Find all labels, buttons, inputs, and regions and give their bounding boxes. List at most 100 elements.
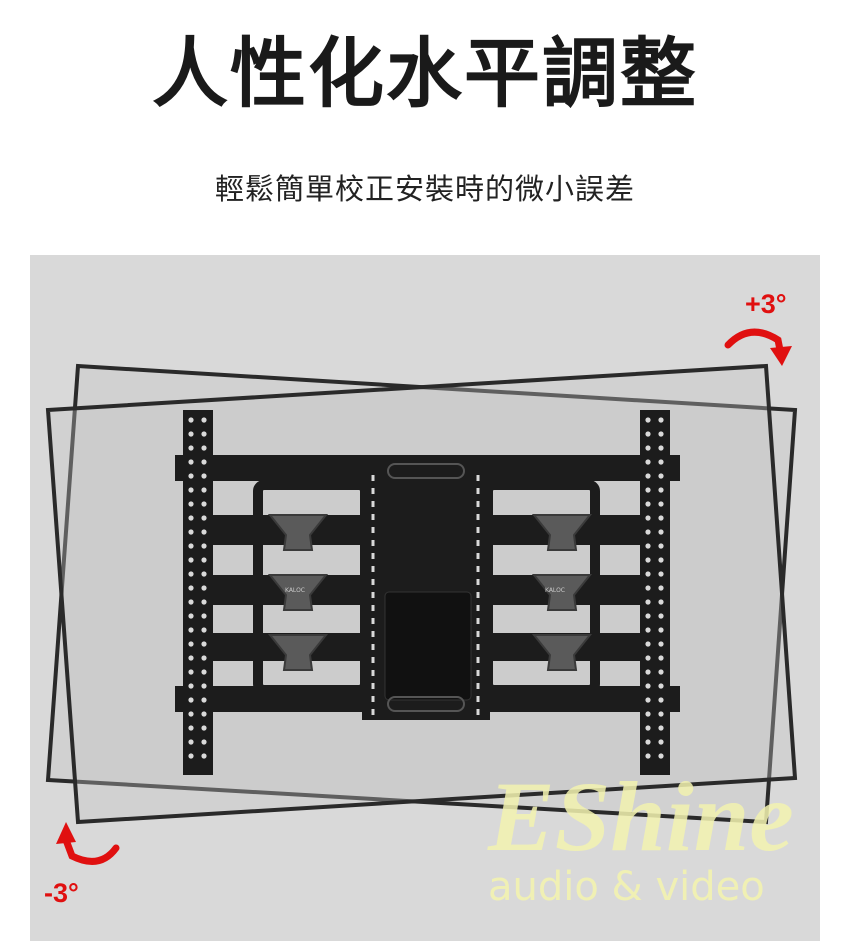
mount-hole xyxy=(658,697,664,703)
left-rail xyxy=(183,410,213,775)
mount-hole xyxy=(201,487,207,493)
mount-hole xyxy=(188,655,194,661)
mount-hole xyxy=(188,739,194,745)
mount-hole xyxy=(658,585,664,591)
mount-hole xyxy=(645,599,651,605)
mount-slot xyxy=(476,540,480,546)
mount-hole xyxy=(201,417,207,423)
mount-hole xyxy=(658,711,664,717)
mount-slot xyxy=(476,527,480,533)
mount-hole xyxy=(658,613,664,619)
mount-slot xyxy=(476,657,480,663)
mount-hole xyxy=(201,753,207,759)
mount-hole xyxy=(188,417,194,423)
mount-hole xyxy=(645,557,651,563)
mount-hole xyxy=(645,543,651,549)
mount-hole xyxy=(188,571,194,577)
mount-hole xyxy=(188,711,194,717)
mount-hole xyxy=(188,459,194,465)
mount-hole xyxy=(188,613,194,619)
mount-hole xyxy=(201,431,207,437)
mount-slot xyxy=(371,696,375,702)
mount-hole xyxy=(645,473,651,479)
mount-hole xyxy=(658,753,664,759)
mount-slot xyxy=(371,592,375,598)
mount-slot xyxy=(476,644,480,650)
mount-hole xyxy=(188,725,194,731)
mount-hole xyxy=(645,445,651,451)
mount-slot xyxy=(371,605,375,611)
mount-slot xyxy=(371,527,375,533)
mount-slot xyxy=(476,709,480,715)
arm-clamp xyxy=(531,634,593,671)
mount-slot xyxy=(371,488,375,494)
mount-slot xyxy=(371,566,375,572)
mount-hole xyxy=(658,669,664,675)
mount-hole xyxy=(201,711,207,717)
mount-hole xyxy=(188,697,194,703)
mount-slot xyxy=(371,501,375,507)
mount-hole xyxy=(188,683,194,689)
mount-hole xyxy=(658,557,664,563)
arm-clamps xyxy=(267,514,593,671)
mount-hole xyxy=(188,543,194,549)
mount-slot xyxy=(371,670,375,676)
mount-hole xyxy=(201,669,207,675)
watermark-tagline: audio & video xyxy=(488,864,765,910)
mount-hole xyxy=(201,655,207,661)
mount-hole xyxy=(201,725,207,731)
rotate-counterclockwise-arrow-icon xyxy=(56,822,120,865)
mount-hole xyxy=(658,459,664,465)
mount-hole xyxy=(645,501,651,507)
mount-hole xyxy=(188,627,194,633)
mount-hole xyxy=(645,683,651,689)
mount-hole xyxy=(658,473,664,479)
mount-hole xyxy=(658,501,664,507)
mount-hole xyxy=(188,501,194,507)
arm-clamp xyxy=(267,634,329,671)
mount-hole xyxy=(201,529,207,535)
right-rail xyxy=(640,410,670,775)
mount-hole xyxy=(658,445,664,451)
mount-slot xyxy=(371,540,375,546)
mount-hole xyxy=(201,627,207,633)
mount-slot xyxy=(371,514,375,520)
mount-hole xyxy=(188,641,194,647)
arm-clamp xyxy=(531,514,593,551)
mount-hole xyxy=(645,613,651,619)
mount-hole xyxy=(645,417,651,423)
mount-hole xyxy=(201,613,207,619)
mount-hole xyxy=(188,529,194,535)
mount-hole xyxy=(201,641,207,647)
mount-slot xyxy=(476,553,480,559)
mount-hole xyxy=(658,655,664,661)
arm-clamp xyxy=(267,574,329,611)
mount-hole xyxy=(645,459,651,465)
mount-hole xyxy=(645,627,651,633)
tilt-negative-label: -3° xyxy=(44,878,79,908)
mount-hole xyxy=(658,627,664,633)
mount-hole xyxy=(645,487,651,493)
mount-hole xyxy=(658,431,664,437)
mount-slot xyxy=(476,605,480,611)
mount-hole xyxy=(201,571,207,577)
mount-hole xyxy=(658,529,664,535)
mount-slot xyxy=(371,475,375,481)
mount-slot xyxy=(371,709,375,715)
mount-hole xyxy=(201,515,207,521)
mount-slot xyxy=(476,566,480,572)
mount-hole xyxy=(658,599,664,605)
mount-hole xyxy=(658,417,664,423)
mount-hole xyxy=(645,529,651,535)
mount-hole xyxy=(658,571,664,577)
mount-slot xyxy=(476,696,480,702)
arm-clamp xyxy=(267,514,329,551)
mount-hole xyxy=(188,431,194,437)
mount-hole xyxy=(201,585,207,591)
mount-hole xyxy=(201,557,207,563)
mount-slot xyxy=(371,683,375,689)
mount-slot xyxy=(476,683,480,689)
mount-hole xyxy=(658,487,664,493)
rotate-clockwise-arrow-icon xyxy=(724,328,792,366)
